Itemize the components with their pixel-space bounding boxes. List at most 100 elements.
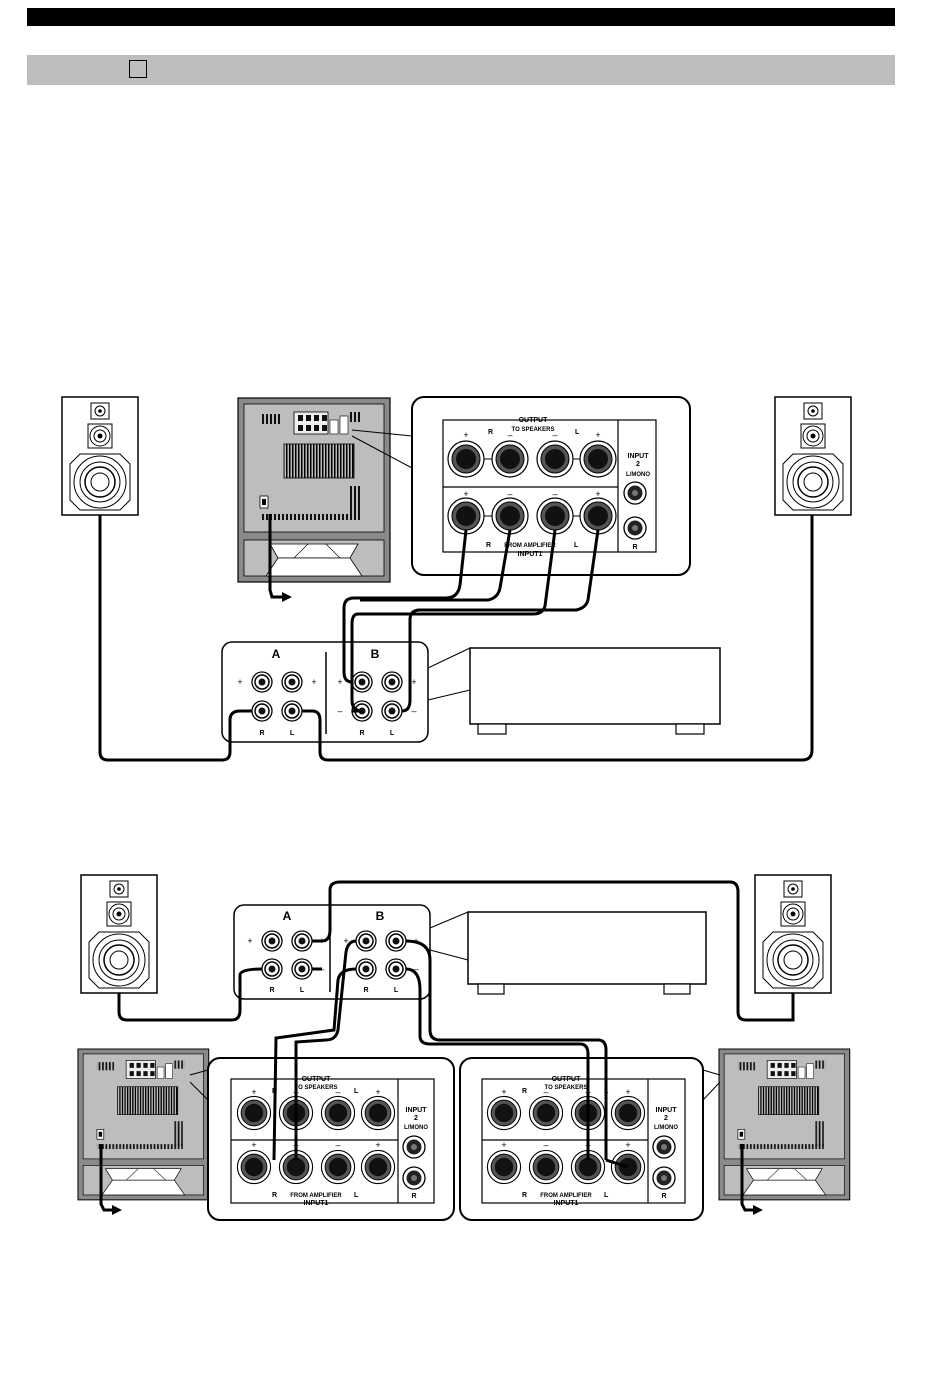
amp-terminal-callout [233,904,431,1000]
output-label: OUTPUT [302,1076,332,1083]
plus-sign: + [501,1140,506,1150]
amp-terminal-callout [221,641,429,743]
minus-sign: – [413,964,418,974]
output-post [320,1095,356,1131]
minus-sign: – [552,489,557,499]
minus-sign: – [552,430,557,440]
plus-sign: + [375,1140,380,1150]
plus-sign: + [375,1087,380,1097]
amp-a-label: A [272,647,281,661]
right-subwoofer-icon [718,1048,851,1201]
mono-label: L/MONO [654,1125,678,1131]
r-label: R [632,544,637,551]
input2-l-jack [402,1135,426,1159]
input1-post [320,1149,356,1185]
from-amplifier-label: FROM AMPLIFIER [540,1193,592,1199]
right-speaker-icon [774,396,852,516]
plus-sign: + [251,1140,256,1150]
input1-l-plus-post [579,497,617,535]
output-post [236,1095,272,1131]
l-label: L [575,429,580,436]
to-speakers-label: TO SPEAKERS [545,1085,588,1091]
amp-a-l-plus [291,930,313,952]
plus-sign: + [463,489,468,499]
amp-b-l-plus [385,930,407,952]
plus-sign: + [411,677,416,687]
amp-a-r-plus [251,671,273,693]
l-label: L [390,730,395,737]
input2-l-jack [652,1135,676,1159]
minus-sign: – [543,1140,548,1150]
amp-b-l-plus [381,671,403,693]
input1-post [236,1149,272,1185]
minus-sign: – [543,1087,548,1097]
right-speaker-icon [754,874,832,994]
input1-r-minus-post [491,497,529,535]
minus-sign: – [411,706,416,716]
plus-sign: + [337,677,342,687]
amp-a-l-plus [281,671,303,693]
input1-r-plus-post [447,497,485,535]
amp-a-r-minus [251,700,273,722]
input1-post [360,1149,396,1185]
amp-b-l-minus [385,958,407,980]
minus-sign: – [337,706,342,716]
plus-sign: + [343,936,348,946]
input1-post [528,1149,564,1185]
plus-sign: + [625,1140,630,1150]
amp-b-r-minus [355,958,377,980]
r-label: R [363,987,368,994]
plus-sign: + [595,489,600,499]
l-label: L [574,542,579,549]
amp-a-l-minus [281,700,303,722]
amp-b-r-plus [351,671,373,693]
r-label: R [269,987,274,994]
amp-a-r-minus [261,958,283,980]
r-label: R [522,1192,527,1199]
input2-l-jack [623,481,647,505]
r-label: R [259,730,264,737]
plus-sign: + [311,677,316,687]
input2-label: INPUT [656,1107,678,1114]
input2-r-jack [623,516,647,540]
top-rule [27,8,895,26]
output-r-minus-post [491,440,529,478]
to-speakers-label: TO SPEAKERS [512,427,555,433]
input2-number: 2 [414,1115,418,1122]
output-post [486,1095,522,1131]
output-post [528,1095,564,1131]
r-label: R [488,429,493,436]
output-post [360,1095,396,1131]
speaker-cables [98,515,814,762]
plus-sign: + [251,1087,256,1097]
plus-sign: + [625,1087,630,1097]
l-label: L [290,730,295,737]
mono-label: L/MONO [404,1125,428,1131]
l-label: L [394,987,399,994]
plus-sign: + [595,430,600,440]
l-label: L [604,1192,609,1199]
output-l-minus-post [536,440,574,478]
amp-a-label: A [283,909,292,923]
power-arrow-icon [753,1205,763,1215]
to-speakers-label: TO SPEAKERS [295,1085,338,1091]
amp-b-label: B [371,647,380,661]
amplifier-icon [467,911,707,985]
input2-number: 2 [664,1115,668,1122]
minus-sign: – [335,1140,340,1150]
r-label: R [486,542,491,549]
input1-post [486,1149,522,1185]
mono-label: L/MONO [626,472,650,478]
input2-r-jack [652,1166,676,1190]
input1-label: INPUT1 [518,551,543,558]
section-header [27,55,895,85]
input1-label: INPUT1 [554,1200,579,1207]
r-label: R [359,730,364,737]
amp-b-l-minus [381,700,403,722]
subwoofer-rear-icon [237,397,391,583]
output-label: OUTPUT [519,417,549,424]
input2-label: INPUT [406,1107,428,1114]
input1-label: INPUT1 [304,1200,329,1207]
l-label: L [354,1088,359,1095]
